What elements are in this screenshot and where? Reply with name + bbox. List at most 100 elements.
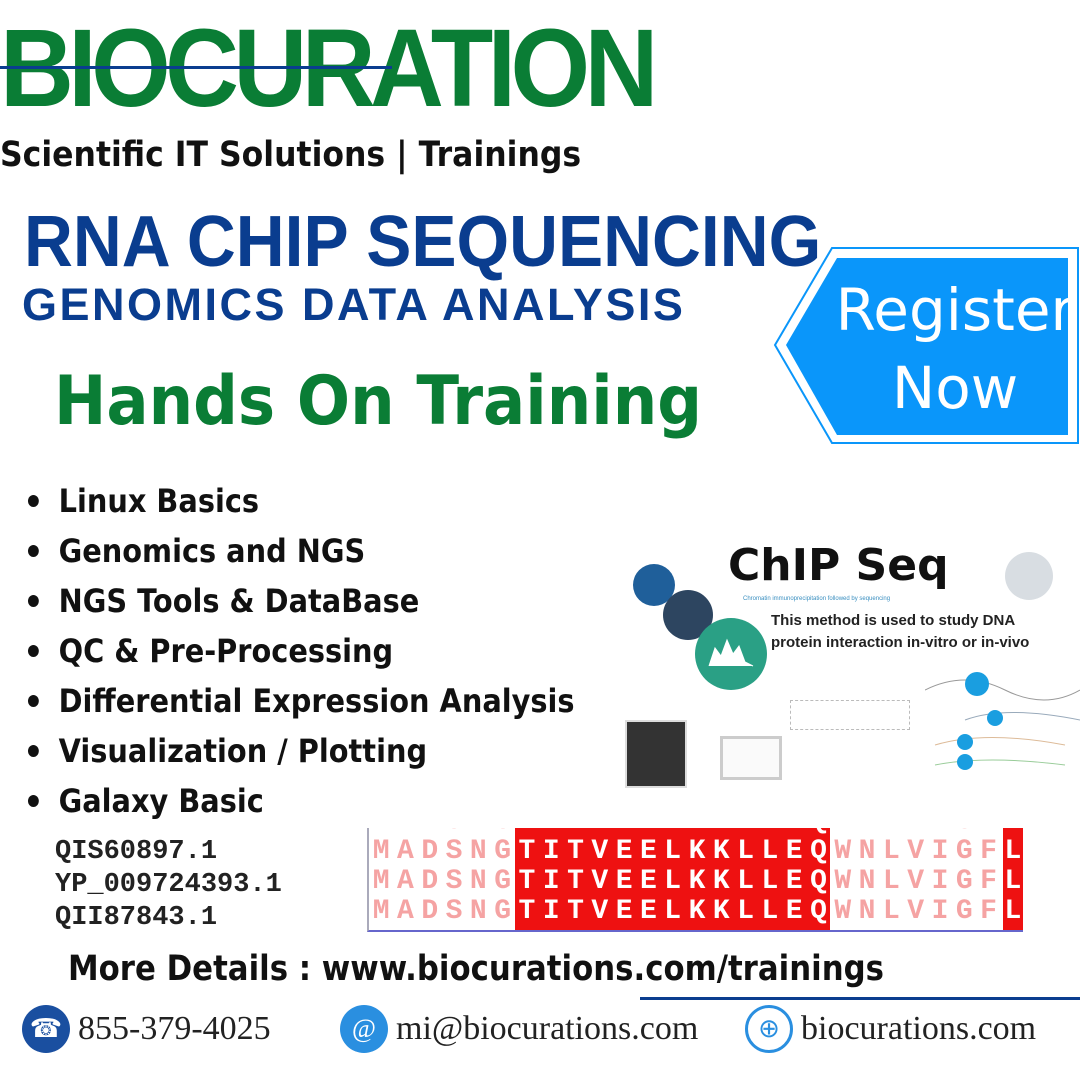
- register-arrow-shape: [773, 247, 1079, 444]
- brand-logo-text: BIOCURATION: [0, 7, 658, 130]
- residue: I: [542, 836, 560, 867]
- residue: A: [397, 866, 414, 897]
- residue: N: [466, 828, 490, 836]
- residue: T: [563, 828, 587, 836]
- sequence-id: QII87843.1: [55, 903, 218, 933]
- now-label: Now: [891, 354, 1019, 422]
- residue: L: [733, 828, 757, 836]
- residue: S: [445, 836, 463, 867]
- residue: T: [567, 896, 584, 927]
- divider-line: [640, 997, 1080, 1000]
- residue: L: [737, 836, 754, 867]
- residue: G: [490, 828, 514, 836]
- residue: G: [955, 896, 973, 927]
- bullet-icon: [28, 745, 39, 757]
- residue: K: [712, 836, 730, 867]
- residue: L: [882, 836, 900, 867]
- email-at-icon: @: [340, 1005, 388, 1053]
- residue: L: [1001, 828, 1023, 836]
- chip-seq-illustration: ChIP Seq Chromatin immunoprecipitation f…: [625, 540, 1080, 795]
- website-contact[interactable]: ⊕ biocurations.com: [745, 1005, 1036, 1053]
- sequence-id: QIS60897.1: [55, 837, 218, 867]
- conserved-region: [1003, 828, 1023, 930]
- residue: L: [1004, 866, 1022, 897]
- residue: L: [761, 866, 779, 897]
- peak-chart-icon: [695, 618, 767, 690]
- residue: Q: [806, 828, 830, 836]
- residue: T: [515, 828, 539, 836]
- bullet-icon: [28, 545, 39, 557]
- register-now-button[interactable]: Register Now: [770, 245, 1080, 445]
- residue: E: [615, 866, 633, 897]
- residue: G: [494, 836, 512, 867]
- residue: E: [640, 866, 657, 897]
- topic-item: Linux Basics: [28, 476, 575, 526]
- sequence-id: YP_009724393.1: [55, 870, 282, 900]
- topic-item: Genomics and NGS: [28, 526, 575, 576]
- email-contact[interactable]: @ mi@biocurations.com: [340, 1005, 698, 1053]
- phone-icon: ☎: [22, 1005, 70, 1053]
- residue: E: [782, 828, 806, 836]
- residue: Q: [810, 896, 827, 927]
- residue: F: [980, 896, 997, 927]
- residue: E: [640, 836, 657, 867]
- residue: L: [761, 896, 779, 927]
- residue: T: [518, 836, 536, 867]
- residue: I: [931, 836, 949, 867]
- residue: N: [469, 836, 487, 867]
- residue: Q: [810, 836, 827, 867]
- residue: L: [1004, 896, 1022, 927]
- residue: W: [834, 836, 852, 867]
- residue: A: [397, 836, 414, 867]
- residue: T: [518, 866, 536, 897]
- residue: K: [685, 828, 709, 836]
- conserved-region: [515, 828, 830, 930]
- brand-underline: [0, 66, 392, 69]
- bead-icon: [1005, 552, 1053, 600]
- residue: K: [712, 866, 730, 897]
- residue: L: [664, 836, 682, 867]
- residue: K: [688, 896, 706, 927]
- phone-contact[interactable]: ☎ 855-379-4025: [22, 1005, 271, 1053]
- residue: I: [542, 866, 560, 897]
- residue: E: [615, 836, 633, 867]
- residue: K: [688, 836, 706, 867]
- bullet-icon: [28, 645, 39, 657]
- topic-item: QC & Pre-Processing: [28, 626, 575, 676]
- tagline: Scientific IT Solutions | Trainings: [0, 135, 582, 175]
- residue: D: [421, 896, 439, 927]
- more-details-link[interactable]: More Details : www.biocurations.com/trai…: [68, 949, 885, 989]
- residue: K: [709, 828, 733, 836]
- residue: F: [976, 828, 1000, 836]
- residue: M: [372, 866, 390, 897]
- residue: V: [588, 828, 612, 836]
- course-subtitle: GENOMICS DATA ANALYSIS: [22, 279, 686, 330]
- residue: V: [907, 896, 925, 927]
- residue: V: [591, 896, 609, 927]
- residue: G: [955, 836, 973, 867]
- residue: S: [445, 896, 463, 927]
- topic-item: Differential Expression Analysis: [28, 676, 575, 726]
- sequencer-icon: [625, 720, 687, 788]
- course-title: RNA CHIP SEQUENCING: [24, 202, 822, 282]
- residue: E: [785, 896, 803, 927]
- residue: G: [952, 828, 976, 836]
- residue: I: [931, 896, 949, 927]
- residue: E: [785, 866, 803, 897]
- residue: T: [567, 866, 584, 897]
- globe-icon: ⊕: [745, 1005, 793, 1053]
- alignment-labels: QIS60897.1 YP_009724393.1 QII87843.1: [55, 836, 282, 935]
- residue: S: [445, 866, 463, 897]
- bullet-icon: [28, 495, 39, 507]
- residue: L: [882, 866, 900, 897]
- residue: D: [421, 836, 439, 867]
- residue: E: [785, 836, 803, 867]
- residue: D: [421, 866, 439, 897]
- residue: W: [834, 866, 852, 897]
- residue: K: [688, 866, 706, 897]
- residue: Q: [810, 866, 827, 897]
